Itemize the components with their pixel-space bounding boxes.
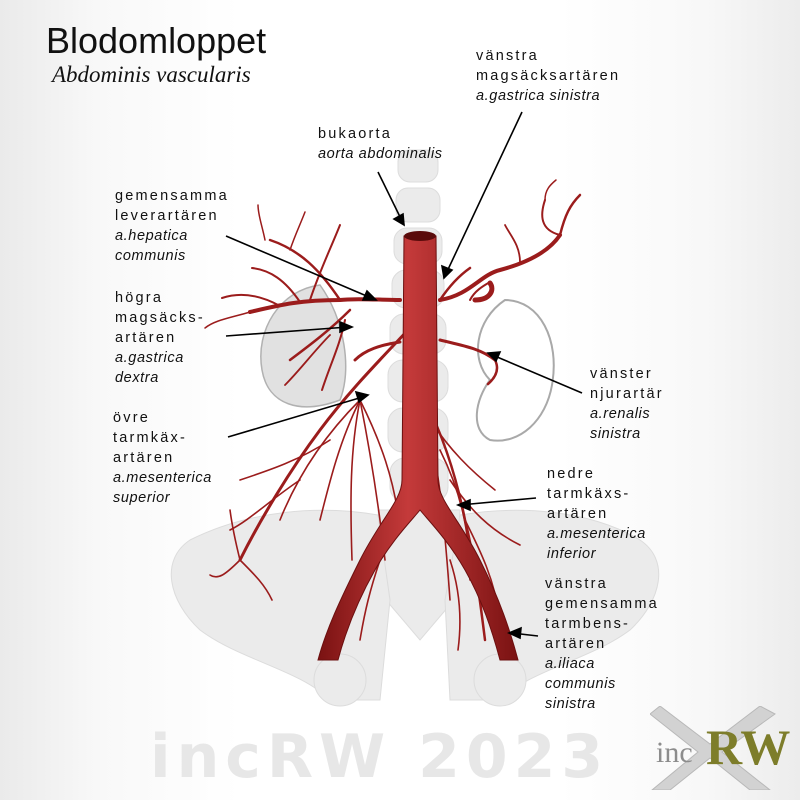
label-latin-line: superior (113, 490, 171, 506)
label-latin-line: sinistra (590, 426, 641, 442)
label-sv-line: tarmkäx- (113, 430, 187, 446)
label-latin-line: aorta abdominalis (318, 146, 443, 162)
arrowhead-gastrica-dextra (339, 320, 355, 334)
label-hepatica: gemensamma leverartären a.hepatica commu… (115, 186, 229, 266)
label-latin-line: inferior (547, 546, 597, 562)
label-sv-line: artären (547, 506, 609, 522)
label-mes-superior: övre tarmkäx- artären a.mesenterica supe… (113, 408, 212, 508)
label-renalis: vänster njurartär a.renalis sinistra (590, 364, 664, 444)
label-sv-line: övre (113, 410, 151, 426)
page-title: Blodomloppet (46, 20, 267, 61)
label-latin-line: a.gastrica sinistra (476, 88, 601, 104)
aorta-trunk (317, 231, 519, 661)
label-sv-line: leverartären (115, 208, 219, 224)
logo-x-mark-icon (650, 706, 776, 790)
label-latin-line: a.mesenterica (113, 470, 212, 486)
label-latin-line: a.mesenterica (547, 526, 646, 542)
arrowhead-mes-inferior (455, 498, 471, 512)
label-sv-line: vänstra (545, 576, 608, 592)
watermark: incRW 2023 (150, 722, 610, 792)
label-iliaca: vänstra gemensamma tarmbens- artären a.i… (545, 574, 659, 714)
leader-gastrica-dextra (225, 326, 349, 337)
label-sv-line: vänster (590, 366, 653, 382)
label-latin-line: a.gastrica (115, 350, 184, 366)
arrowhead-aorta (392, 212, 405, 227)
label-gastrica-dextra: högra magsäcks- artären a.gastrica dextr… (115, 288, 205, 388)
label-mes-inferior: nedre tarmkäxs- artären a.mesenterica in… (547, 464, 646, 564)
leader-hepatica (225, 235, 377, 301)
leader-gastrica-sinistra (443, 111, 523, 279)
label-sv-line: nedre (547, 466, 596, 482)
arrowhead-gastrica-sinistra (440, 264, 454, 280)
label-sv-line: magsäcks- (115, 310, 205, 326)
label-sv-line: gemensamma (115, 188, 229, 204)
arrowhead-hepatica (361, 289, 378, 301)
label-sv-line: tarmkäxs- (547, 486, 631, 502)
arrowhead-iliaca (506, 626, 522, 640)
leader-mes-superior (227, 395, 367, 438)
label-sv-line: magsäcksartären (476, 68, 621, 84)
label-sv-line: tarmbens- (545, 616, 631, 632)
label-sv-line: vänstra (476, 48, 539, 64)
label-sv-line: artären (113, 450, 175, 466)
label-sv-line: artären (545, 636, 607, 652)
label-sv-line: artären (115, 330, 177, 346)
label-latin-line: dextra (115, 370, 159, 386)
page-subtitle: Abdominis vascularis (52, 62, 251, 87)
organ-outlines (260, 284, 555, 442)
label-sv-line: gemensamma (545, 596, 659, 612)
label-latin-line: communis (545, 676, 616, 692)
leader-mes-inferior (459, 497, 537, 506)
label-sv-line: bukaorta (318, 126, 393, 142)
arrowhead-renalis (486, 351, 502, 363)
label-latin-line: sinistra (545, 696, 596, 712)
incrw-logo: inc RW (650, 706, 790, 790)
label-gastrica-sinistra: vänstra magsäcksartären a.gastrica sinis… (476, 46, 620, 106)
logo-text-rw: RW (706, 719, 791, 775)
logo-text-inc: inc (656, 736, 693, 769)
leader-lines (225, 111, 583, 640)
label-latin-line: a.iliaca (545, 656, 595, 672)
label-latin-line: communis (115, 248, 186, 264)
label-latin-line: a.hepatica (115, 228, 188, 244)
label-latin-line: a.renalis (590, 406, 651, 422)
arrowhead-mes-superior (354, 390, 370, 404)
label-sv-line: högra (115, 290, 164, 306)
label-sv-line: njurartär (590, 386, 664, 402)
leader-renalis (489, 353, 583, 394)
label-aorta: bukaorta aorta abdominalis (318, 124, 443, 164)
